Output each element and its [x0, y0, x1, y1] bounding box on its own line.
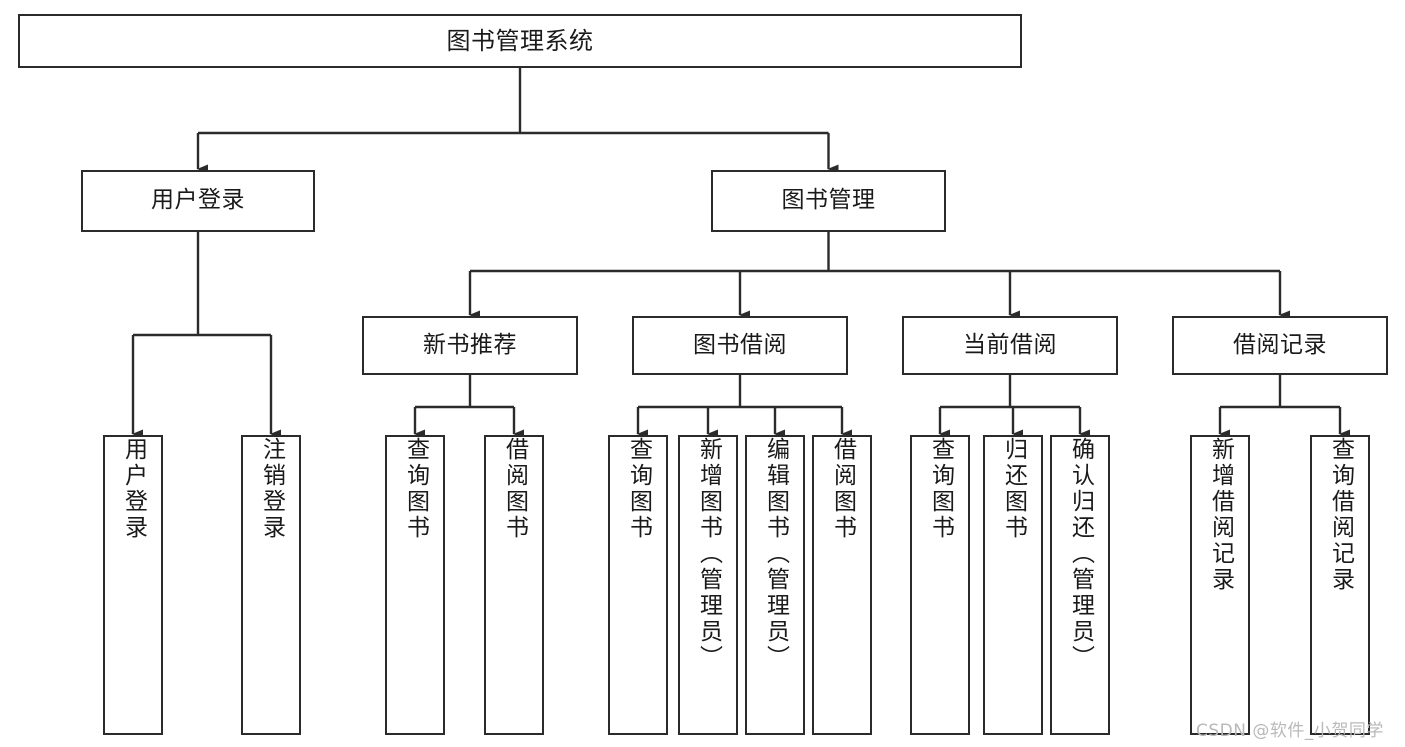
- node-leaf-logout[interactable]: 注销登录: [241, 435, 301, 735]
- node-leaf-add-book[interactable]: 新增图书（管理员）: [678, 435, 738, 735]
- watermark-text: CSDN @软件_小贺同学: [1196, 721, 1384, 741]
- node-leaf-return-book[interactable]: 归还图书: [983, 435, 1043, 735]
- node-leaf-add-record[interactable]: 新增借阅记录: [1190, 435, 1250, 735]
- node-leaf-edit-book[interactable]: 编辑图书（管理员）: [745, 435, 805, 735]
- node-label: 用户登录: [120, 437, 147, 541]
- node-book-manage[interactable]: 图书管理: [711, 170, 946, 232]
- node-leaf-query-book-3[interactable]: 查询图书: [910, 435, 970, 735]
- node-label: 当前借阅: [963, 331, 1057, 358]
- edge-group: [131, 68, 1350, 439]
- node-label: 确认归还（管理员）: [1067, 437, 1094, 671]
- node-label: 借阅记录: [1233, 331, 1327, 358]
- node-label: 借阅图书: [829, 437, 856, 541]
- node-label: 查询借阅记录: [1327, 437, 1354, 593]
- node-leaf-query-record[interactable]: 查询借阅记录: [1310, 435, 1370, 735]
- node-label: 查询图书: [402, 437, 429, 541]
- node-leaf-query-book-1[interactable]: 查询图书: [385, 435, 445, 735]
- node-label: 编辑图书（管理员）: [762, 437, 789, 671]
- node-label: 借阅图书: [501, 437, 528, 541]
- node-label: 新增借阅记录: [1207, 437, 1234, 593]
- node-label: 用户登录: [151, 187, 245, 214]
- node-current-borrow[interactable]: 当前借阅: [902, 316, 1118, 375]
- node-root[interactable]: 图书管理系统: [18, 14, 1022, 68]
- node-label: 新增图书（管理员）: [695, 437, 722, 671]
- node-leaf-user-login[interactable]: 用户登录: [103, 435, 163, 735]
- node-label: 图书借阅: [693, 331, 787, 358]
- node-new-book-rec[interactable]: 新书推荐: [362, 316, 578, 375]
- node-label: 查询图书: [927, 437, 954, 541]
- node-leaf-borrow-book-2[interactable]: 借阅图书: [812, 435, 872, 735]
- node-label: 查询图书: [625, 437, 652, 541]
- node-label: 图书管理系统: [446, 26, 594, 55]
- node-leaf-query-book-2[interactable]: 查询图书: [608, 435, 668, 735]
- node-leaf-borrow-book-1[interactable]: 借阅图书: [484, 435, 544, 735]
- node-label: 新书推荐: [423, 331, 517, 358]
- node-label: 注销登录: [258, 437, 285, 541]
- node-leaf-confirm-return[interactable]: 确认归还（管理员）: [1050, 435, 1110, 735]
- node-borrow-record[interactable]: 借阅记录: [1172, 316, 1388, 375]
- node-label: 图书管理: [781, 187, 876, 214]
- node-user-login[interactable]: 用户登录: [81, 170, 315, 232]
- node-book-borrow[interactable]: 图书借阅: [632, 316, 848, 375]
- node-label: 归还图书: [1000, 437, 1027, 541]
